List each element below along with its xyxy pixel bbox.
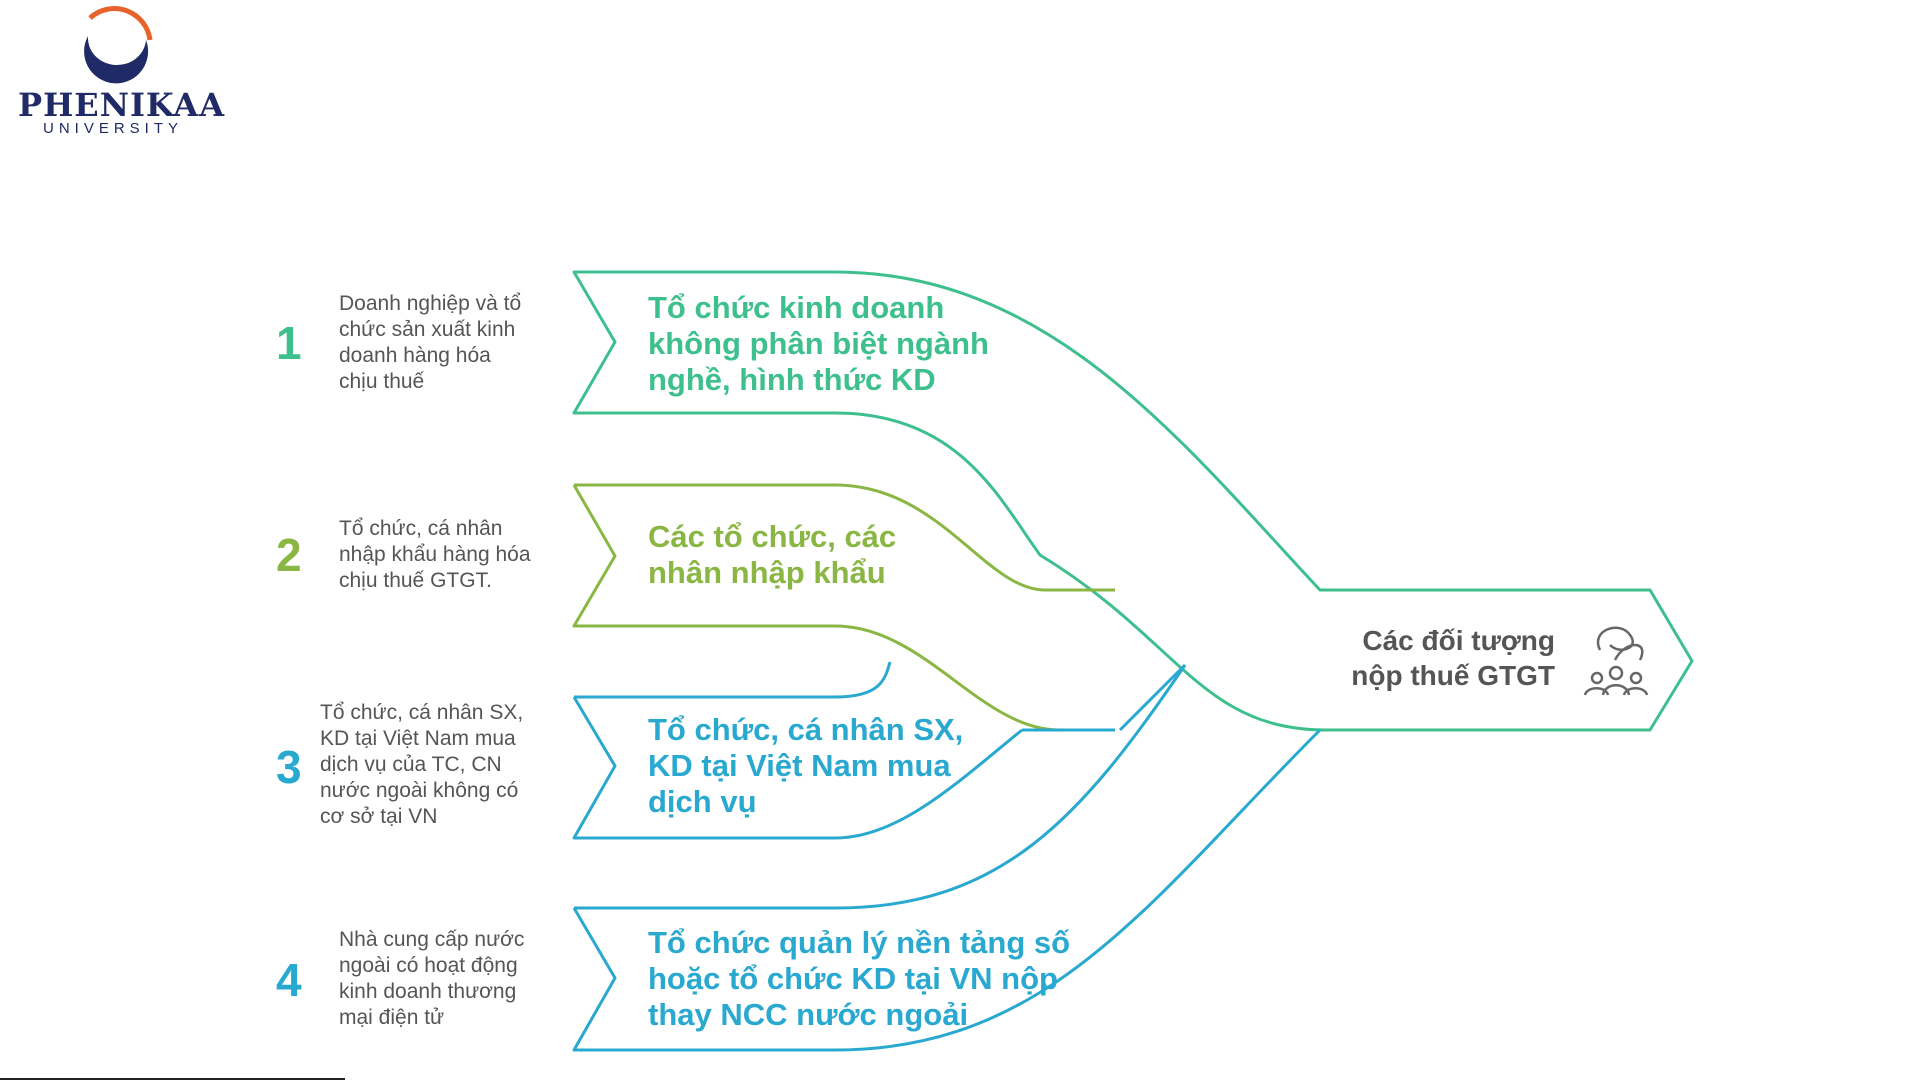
item-4-title: Tổ chức quản lý nền tảng số hoặc tổ chức… (648, 925, 1071, 1032)
item-1-number: 1 (276, 317, 302, 369)
footer-rule (0, 1078, 345, 1080)
people-network-icon (1583, 626, 1649, 696)
phenikaa-logo: PHENIKAA UNIVERSITY (0, 0, 228, 152)
item-2-title: Các tổ chức, các nhân nhập khẩu (648, 519, 897, 590)
flow-band-2 (572, 483, 1115, 732)
center-label: Các đối tượng nộp thuế GTGT (1351, 625, 1555, 691)
flow-band-1 (572, 270, 1694, 732)
item-2-description: Tổ chức, cá nhân nhập khẩu hàng hóa chịu… (339, 517, 531, 592)
item-3-number: 3 (276, 741, 302, 793)
item-4-number: 4 (276, 954, 302, 1006)
flow-band-3 (572, 661, 1187, 840)
item-3-title: Tổ chức, cá nhân SX, KD tại Việt Nam mua… (648, 712, 964, 819)
item-1-description: Doanh nghiệp và tổ chức sản xuất kinh do… (339, 292, 522, 393)
logo-emblem-icon (84, 6, 153, 84)
flow-band-4 (572, 664, 1322, 1052)
item-1-title: Tổ chức kinh doanh không phân biệt ngành… (648, 290, 989, 397)
item-4-description: Nhà cung cấp nước ngoài có hoạt động kin… (339, 928, 525, 1029)
logo-subtitle: UNIVERSITY (43, 120, 184, 137)
item-2-number: 2 (276, 529, 302, 581)
logo-name: PHENIKAA (18, 86, 226, 124)
item-3-description: Tổ chức, cá nhân SX, KD tại Việt Nam mua… (320, 701, 524, 828)
